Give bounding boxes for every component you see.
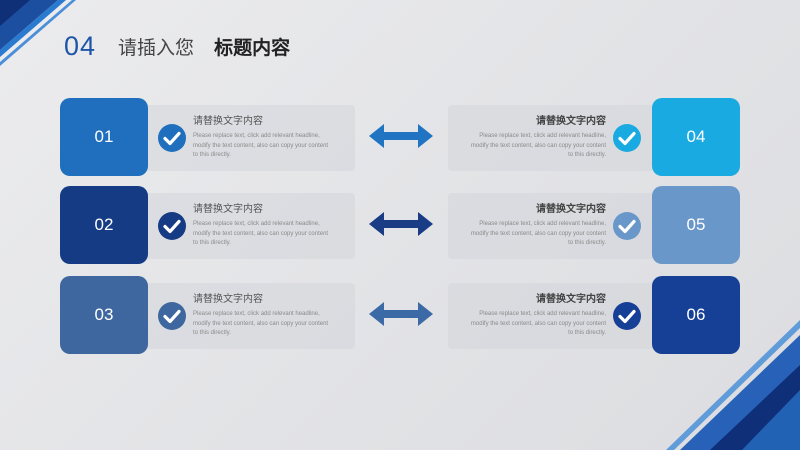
number-tile-05: 05 [652, 186, 740, 264]
text-block-05: 请替换文字内容 Please replace text, click add r… [464, 203, 606, 249]
text-block-04: 请替换文字内容 Please replace text, click add r… [464, 115, 606, 161]
text-block-06: 请替换文字内容 Please replace text, click add r… [464, 293, 606, 339]
check-circle-icon [613, 124, 641, 152]
text-block-02: 请替换文字内容 Please replace text, click add r… [193, 203, 335, 249]
double-arrow-icon [369, 302, 433, 326]
item-body: Please replace text, click add relevant … [464, 132, 606, 161]
item-heading: 请替换文字内容 [193, 204, 263, 215]
item-body-line: Please replace text, click add relevant … [479, 133, 606, 139]
double-arrow-icon [369, 212, 433, 236]
number-tile-06: 06 [652, 276, 740, 354]
item-body-line: Please replace text, click add relevant … [479, 311, 606, 317]
item-body-line: Please replace text, click add relevant … [193, 221, 320, 227]
tile-number: 05 [686, 215, 706, 234]
item-heading: 请替换文字内容 [536, 116, 606, 127]
item-body: Please replace text, click add relevant … [464, 220, 606, 249]
item-body-line: Please replace text, click add relevant … [193, 311, 320, 317]
slide-header: 04 请插入您 标题内容 [64, 28, 290, 64]
check-circle-icon [613, 212, 641, 240]
check-circle-icon [613, 302, 641, 330]
item-heading: 请替换文字内容 [536, 294, 606, 305]
text-block-01: 请替换文字内容 Please replace text, click add r… [193, 115, 335, 161]
item-body-line: modify the text content, also can copy y… [193, 230, 329, 237]
tile-number: 06 [686, 305, 706, 324]
item-body-line: to this directly. [193, 152, 231, 158]
tile-number: 01 [94, 127, 114, 146]
item-body-line: to this directly. [193, 330, 231, 336]
item-body-line: to this directly. [568, 330, 606, 336]
check-circle-icon [158, 212, 186, 240]
check-circle-icon [158, 302, 186, 330]
item-body-line: modify the text content, also can copy y… [193, 142, 329, 149]
header-title: 标题内容 [214, 36, 291, 59]
number-tile-01: 01 [60, 98, 148, 176]
item-body: Please replace text, click add relevant … [193, 132, 335, 161]
item-body: Please replace text, click add relevant … [193, 220, 335, 249]
item-body-line: modify the text content, also can copy y… [470, 320, 606, 327]
item-body: Please replace text, click add relevant … [464, 310, 606, 339]
item-heading: 请替换文字内容 [536, 204, 606, 215]
number-tile-03: 03 [60, 276, 148, 354]
check-circle-icon [158, 124, 186, 152]
number-tile-04: 04 [652, 98, 740, 176]
section-number: 04 [64, 30, 97, 61]
item-body-line: to this directly. [568, 240, 606, 246]
item-body-line: modify the text content, also can copy y… [193, 320, 329, 327]
tile-number: 02 [94, 215, 114, 234]
tile-number: 03 [94, 305, 114, 324]
header-subtitle: 请插入您 [118, 36, 195, 59]
tile-number: 04 [686, 127, 706, 146]
item-body-line: modify the text content, also can copy y… [470, 230, 606, 237]
item-body: Please replace text, click add relevant … [193, 310, 335, 339]
double-arrow-icon [369, 124, 433, 148]
item-body-line: Please replace text, click add relevant … [479, 221, 606, 227]
item-heading: 请替换文字内容 [193, 294, 263, 305]
text-block-03: 请替换文字内容 Please replace text, click add r… [193, 293, 335, 339]
item-heading: 请替换文字内容 [193, 116, 263, 127]
item-body-line: to this directly. [568, 152, 606, 158]
number-tile-02: 02 [60, 186, 148, 264]
item-body-line: to this directly. [193, 240, 231, 246]
item-body-line: Please replace text, click add relevant … [193, 133, 320, 139]
item-body-line: modify the text content, also can copy y… [470, 142, 606, 149]
